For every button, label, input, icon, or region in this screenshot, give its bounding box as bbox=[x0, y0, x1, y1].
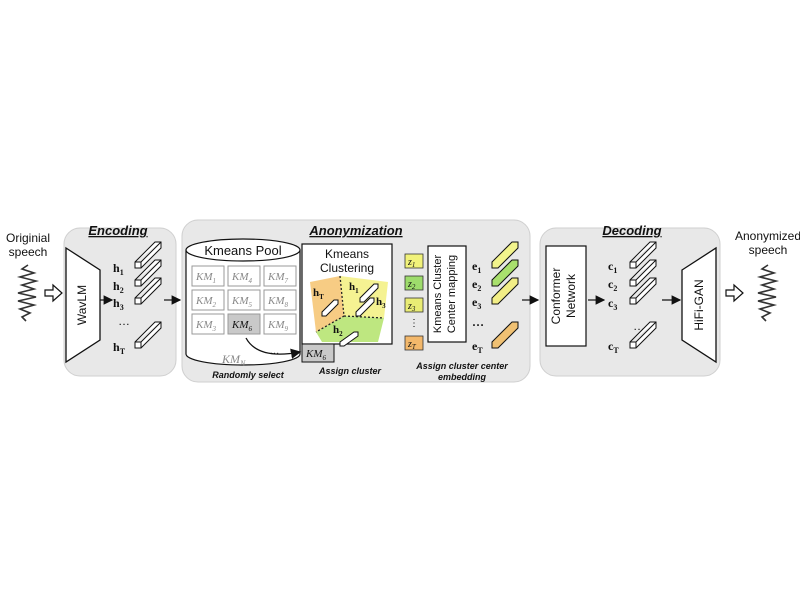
cluster-id-box bbox=[404, 275, 424, 291]
embedding-label: e3 bbox=[472, 295, 481, 311]
selected-km-box bbox=[301, 343, 335, 363]
embedding-label: e1 bbox=[472, 259, 481, 275]
z-ellipsis: ⋮ bbox=[409, 318, 419, 329]
randomly-select-label: Randomly select bbox=[212, 370, 285, 380]
hollow-arrow-icon bbox=[44, 283, 63, 303]
embedding-vector bbox=[491, 321, 519, 349]
assign-center-label-2: embedding bbox=[438, 372, 487, 382]
embedding-label: e2 bbox=[472, 277, 481, 293]
cluster-id-label: z1 bbox=[407, 257, 415, 269]
conformer-label-1: Conformer bbox=[549, 268, 563, 325]
pool-cell-label: KM2 bbox=[195, 295, 217, 309]
cluster-h1: h1 bbox=[349, 281, 359, 295]
conformer-block bbox=[545, 245, 587, 347]
pool-cell bbox=[227, 313, 261, 335]
pool-cell-label: KM1 bbox=[195, 271, 216, 285]
clustering-title-2: Clustering bbox=[320, 261, 374, 275]
pool-cell bbox=[191, 313, 225, 335]
hollow-arrow-output-icon bbox=[725, 283, 744, 303]
pool-cell bbox=[263, 265, 297, 287]
pool-cell bbox=[263, 313, 297, 335]
center-mapping-box bbox=[427, 245, 467, 343]
pool-cell bbox=[191, 289, 225, 311]
output-label-1: Anonymized bbox=[735, 229, 800, 243]
embedding-vector bbox=[491, 241, 519, 269]
pool-cell-label: KM6 bbox=[231, 319, 253, 333]
input-label-2: speech bbox=[9, 245, 48, 259]
c3-label: c3 bbox=[608, 296, 617, 312]
pool-cell-label: KM9 bbox=[267, 319, 289, 333]
embedding-label: eT bbox=[472, 339, 483, 355]
output-waveform-icon bbox=[756, 264, 780, 322]
encoding-title: Encoding bbox=[88, 223, 147, 238]
cluster-id-label: zT bbox=[407, 339, 417, 351]
cluster-hT: hT bbox=[313, 287, 324, 301]
decoding-vectors: c1 c2 c3 … cT bbox=[608, 241, 657, 355]
cluster-id-box bbox=[404, 335, 424, 351]
mapping-label-2: Center mapping bbox=[446, 255, 458, 333]
cluster-id-label: z3 bbox=[407, 301, 416, 313]
h-ellipsis: … bbox=[118, 314, 130, 328]
pool-cell-label: KM7 bbox=[267, 271, 289, 285]
mapping-label-1: Kmeans Cluster bbox=[432, 255, 444, 334]
cluster-id-label: z2 bbox=[407, 279, 416, 291]
cluster-h3: h3 bbox=[376, 296, 386, 310]
decoding-title: Decoding bbox=[602, 223, 661, 238]
embedding-label: … bbox=[472, 315, 484, 329]
pool-cell-label: KM8 bbox=[267, 295, 289, 309]
assign-cluster-label: Assign cluster bbox=[318, 366, 382, 376]
clustering-title-1: Kmeans bbox=[325, 247, 369, 261]
pool-cell bbox=[263, 289, 297, 311]
kmeans-clustering-box: Kmeans Clustering hT h1 h3 h2 bbox=[301, 243, 393, 347]
pool-cell bbox=[227, 265, 261, 287]
embedding-vector bbox=[491, 277, 519, 305]
pool-cell-label: KM4 bbox=[231, 271, 253, 285]
wavlm-block bbox=[65, 246, 101, 364]
cluster-h2: h2 bbox=[333, 324, 343, 338]
pool-cell bbox=[191, 265, 225, 287]
hT-label: hT bbox=[113, 340, 126, 356]
encoding-vectors: h1 h2 h3 … hT bbox=[113, 241, 162, 356]
c2-label: c2 bbox=[608, 277, 617, 293]
anonymization-title: Anonymization bbox=[308, 223, 402, 238]
wavlm-label: WavLM bbox=[75, 285, 89, 325]
selected-km-label: KM6 bbox=[305, 348, 327, 362]
embedding-vector bbox=[491, 259, 519, 287]
pool-cell-label: KM3 bbox=[195, 319, 217, 333]
pool-ellipsis: ... bbox=[270, 345, 279, 357]
output-label-2: speech bbox=[749, 243, 788, 257]
cluster-id-list: z1 z2 z3 zT bbox=[404, 253, 424, 351]
input-label-1: Originial bbox=[6, 231, 50, 245]
center-embedding-vectors: e1 e2 e3 … eT bbox=[472, 241, 519, 355]
hifigan-block bbox=[681, 246, 717, 364]
cluster-id-box bbox=[404, 253, 424, 269]
pool-cell-label: KM5 bbox=[231, 295, 253, 309]
cT-label: cT bbox=[608, 339, 619, 355]
conformer-label-2: Network bbox=[564, 273, 578, 318]
c1-label: c1 bbox=[608, 259, 617, 275]
h2-label: h2 bbox=[113, 279, 124, 295]
kmeans-pool-title: Kmeans Pool bbox=[204, 243, 281, 258]
hifigan-label: HiFi-GAN bbox=[692, 279, 706, 330]
assign-center-label-1: Assign cluster center bbox=[415, 361, 508, 371]
pool-cell bbox=[227, 289, 261, 311]
h3-label: h3 bbox=[113, 296, 124, 312]
cluster-id-box bbox=[404, 297, 424, 313]
h1-label: h1 bbox=[113, 261, 124, 277]
input-waveform-icon bbox=[16, 264, 40, 322]
km-n-label: KMN bbox=[221, 352, 246, 368]
